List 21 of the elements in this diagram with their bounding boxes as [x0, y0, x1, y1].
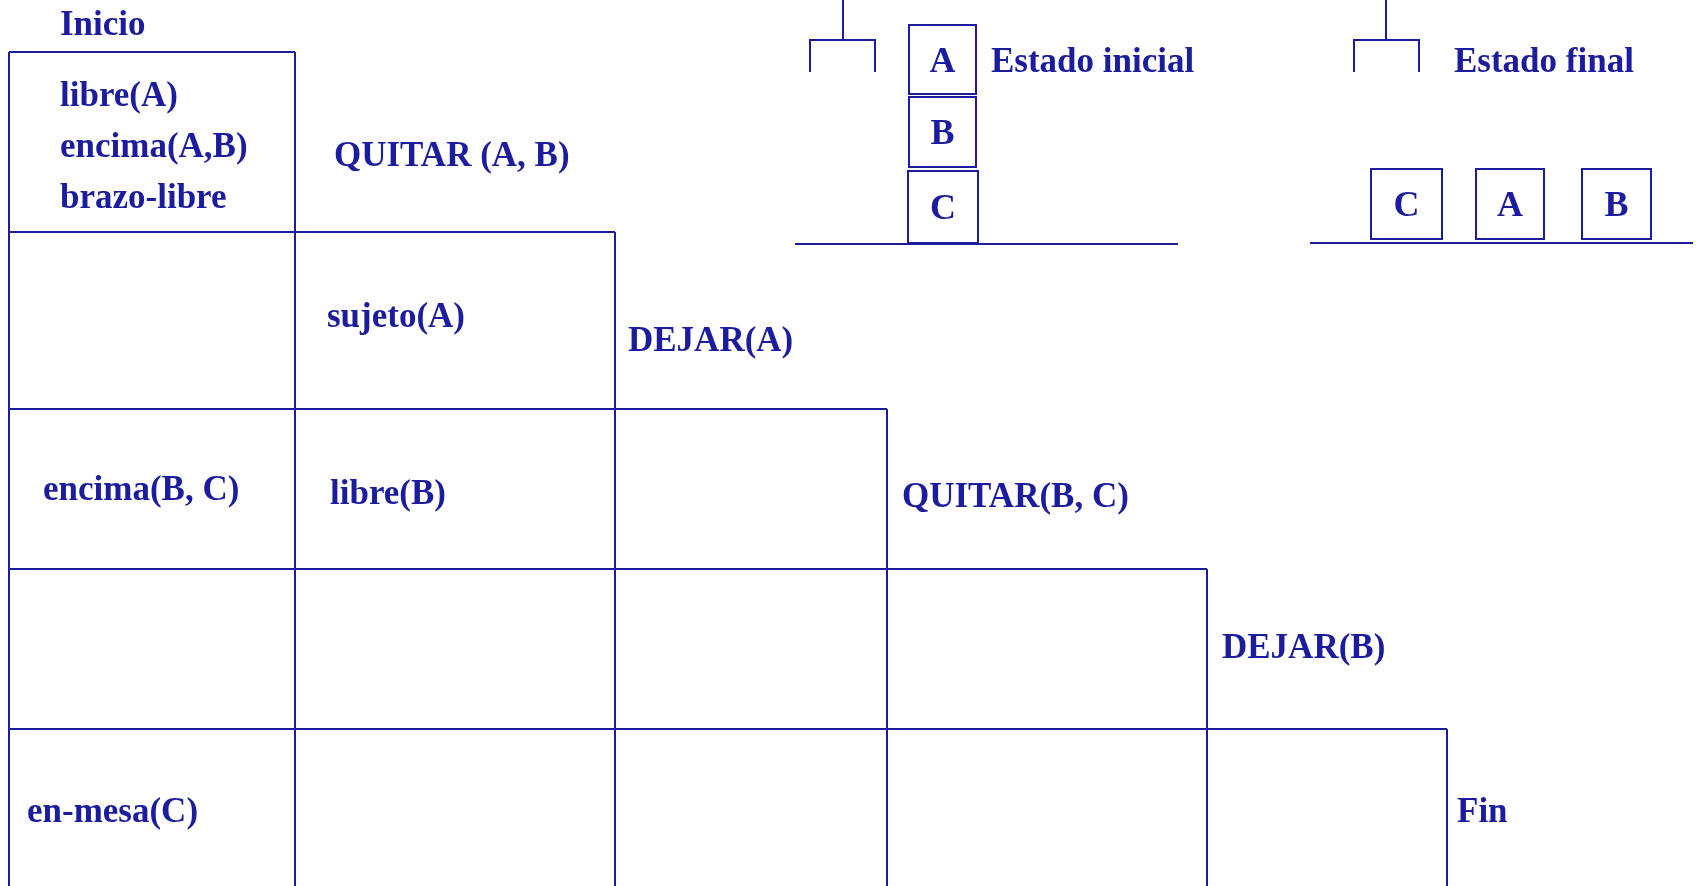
condition-text: sujeto(A) [327, 296, 466, 336]
block-box: B [1581, 168, 1652, 240]
condition-text: en-mesa(C) [27, 791, 199, 831]
condition-text: DEJAR(B) [1222, 627, 1386, 667]
condition-text: QUITAR (A, B) [334, 135, 570, 175]
condition-text: DEJAR(A) [628, 320, 794, 360]
condition-text: encima(B, C) [43, 469, 240, 509]
condition-text: libre(B) [330, 473, 446, 513]
block-box: C [907, 170, 979, 244]
block-box: C [1370, 168, 1443, 240]
block-box: A [908, 24, 977, 95]
block-box: A [1475, 168, 1545, 240]
table-heading: Inicio [60, 4, 146, 44]
condition-text: brazo-libre [60, 177, 227, 217]
block-box: B [908, 96, 977, 168]
condition-text: libre(A) [60, 75, 178, 115]
condition-text: encima(A,B) [60, 126, 248, 166]
state-caption: Estado final [1454, 41, 1634, 81]
condition-text: QUITAR(B, C) [902, 476, 1129, 516]
state-caption: Estado inicial [991, 41, 1195, 81]
table-heading: Fin [1457, 791, 1508, 831]
